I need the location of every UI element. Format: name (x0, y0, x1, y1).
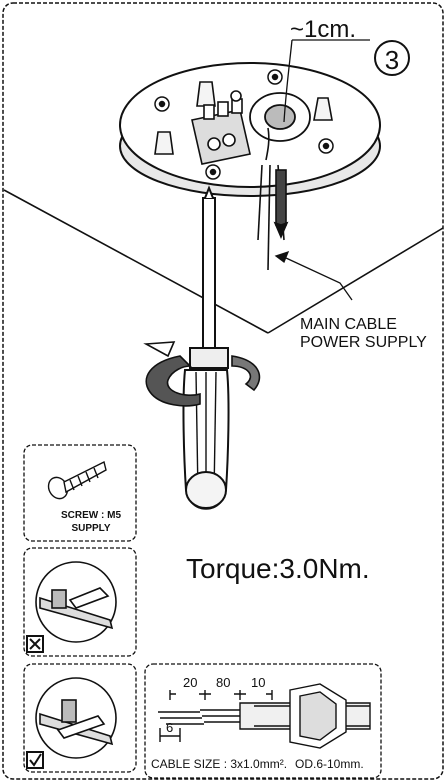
screw-label: SCREW : M5 (61, 510, 121, 521)
step-number-badge: 3 (374, 40, 410, 76)
strip-dim-10: 10 (251, 675, 266, 690)
ceiling-base-plate (119, 62, 381, 197)
torque-label: Torque:3.0Nm. (186, 553, 370, 584)
check-box-icon (26, 751, 44, 769)
distance-leader (283, 39, 370, 123)
ceiling-plane (3, 189, 444, 334)
cross-box-icon (26, 635, 44, 653)
screwdriver (182, 185, 230, 510)
main-cable-leader (274, 250, 353, 301)
strip-dim-80: 80 (216, 675, 231, 690)
cable-od-label: OD.6-10mm. (295, 757, 364, 771)
strip-dim-20: 20 (183, 675, 198, 690)
correct-tightening-panel (23, 663, 137, 773)
wrong-tightening-panel (23, 547, 137, 657)
power-wires (257, 127, 289, 271)
main-cable-label-line1: MAIN CABLE (300, 316, 397, 333)
cable-size-label: CABLE SIZE : 3x1.0mm². (151, 757, 288, 771)
cable-strip-panel (144, 663, 382, 779)
main-cable-label-line2: POWER SUPPLY (300, 334, 427, 351)
screw-m5-icon (47, 460, 107, 500)
rotation-arrow-icon (143, 341, 261, 407)
screw-supply-label: SUPPLY (71, 523, 111, 534)
strip-dim-6: 6 (166, 720, 174, 735)
main-cable-label: MAIN CABLE POWER SUPPLY (300, 316, 427, 352)
distance-label: ~1cm. (290, 16, 357, 43)
screw-supply-panel (23, 444, 137, 542)
